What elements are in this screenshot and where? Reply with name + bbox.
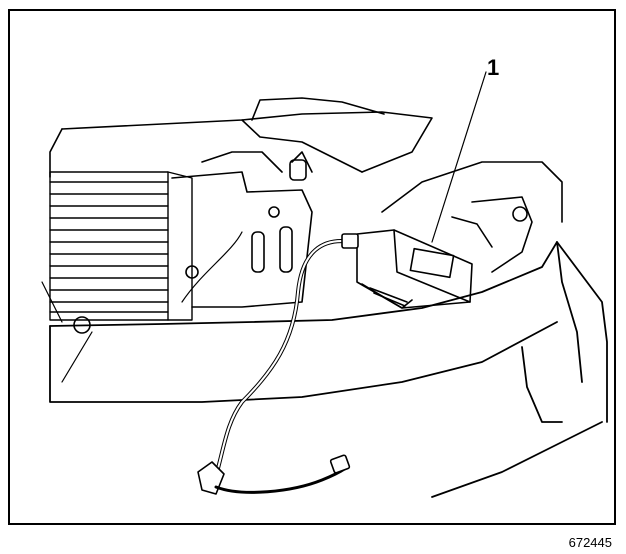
- background-wire: [41, 281, 63, 323]
- radiator: [49, 171, 193, 321]
- ecm-harness: [197, 233, 359, 495]
- hood-outline: [61, 111, 433, 173]
- background-wire: [181, 231, 243, 303]
- right-fender: [381, 161, 563, 273]
- radiator-support: [171, 151, 313, 308]
- front-bumper: [49, 241, 608, 498]
- engine-bay-illustration: [41, 71, 608, 498]
- ecm-module: [356, 229, 473, 309]
- callout-1-leader: [431, 71, 487, 243]
- hood-edge: [49, 128, 63, 178]
- callout-1-label: 1: [487, 55, 500, 80]
- cowl-outline: [241, 119, 363, 173]
- diagram-frame: 1: [8, 9, 616, 525]
- firewall-line: [251, 97, 385, 121]
- figure-number: 672445: [568, 535, 612, 550]
